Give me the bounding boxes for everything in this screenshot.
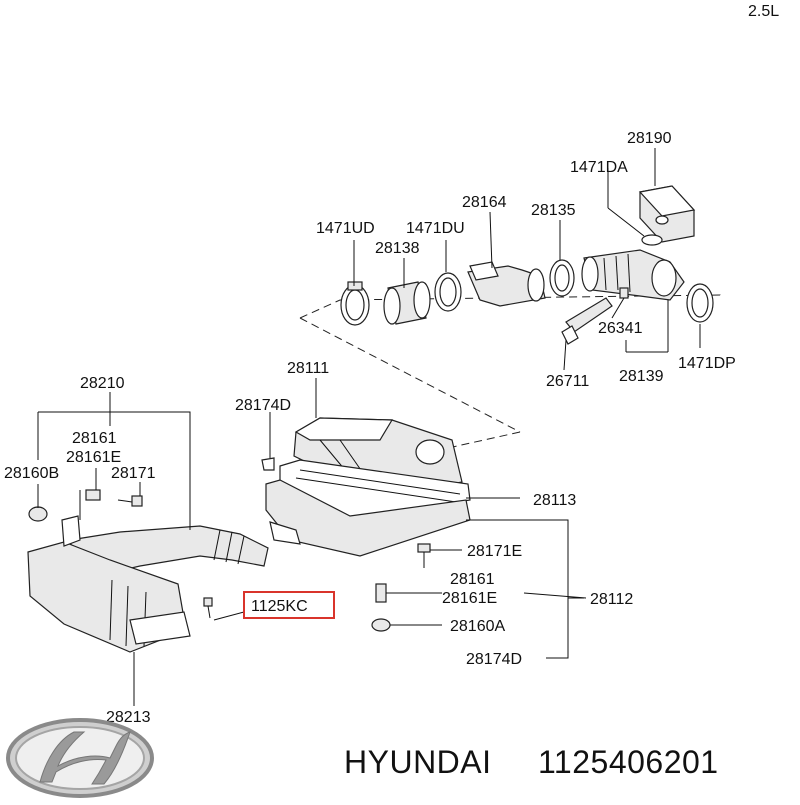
label-28161E-left: 28161E <box>66 449 121 466</box>
label-28160B: 28160B <box>4 465 59 482</box>
label-28174D-bottom: 28174D <box>466 651 522 668</box>
label-26341: 26341 <box>598 320 643 337</box>
brand-name: HYUNDAI <box>344 744 492 780</box>
part-number: 1125406201 <box>538 744 719 780</box>
engine-note: 2.5L <box>748 3 779 20</box>
label-28213: 28213 <box>106 709 151 726</box>
part-28164-duct <box>467 261 546 307</box>
label-1471DP: 1471DP <box>678 355 736 372</box>
label-28111: 28111 <box>287 360 329 377</box>
part-1471DA-clamp <box>641 234 663 246</box>
part-28160B-grommet <box>28 506 48 522</box>
part-1471DU-clamp <box>434 272 462 312</box>
highlight-box <box>243 591 335 619</box>
part-28213-resonator <box>27 541 191 653</box>
part-28161-collar-right <box>375 583 387 603</box>
label-1471UD: 1471UD <box>316 220 375 237</box>
label-28190: 28190 <box>627 130 672 147</box>
label-1471DA: 1471DA <box>570 159 628 176</box>
label-1471DU: 1471DU <box>406 220 465 237</box>
label-28161-right: 28161 <box>450 571 495 588</box>
label-28210: 28210 <box>80 375 125 392</box>
label-28161-left: 28161 <box>72 430 117 447</box>
part-28171-bolt <box>117 495 143 507</box>
assembly-outline-bottom <box>429 431 521 453</box>
label-26711: 26711 <box>546 373 589 390</box>
label-28164: 28164 <box>462 194 507 211</box>
part-28160A-grommet <box>371 618 391 632</box>
part-28139-bellows-hose <box>581 249 685 301</box>
part-28174D-clip-top <box>261 457 275 471</box>
label-28174D-top: 28174D <box>235 397 291 414</box>
part-28138-hose <box>383 281 431 325</box>
part-26341-nipple <box>619 287 629 299</box>
part-bracket <box>61 515 81 547</box>
part-28190-resonator-cover <box>638 185 696 243</box>
label-28138: 28138 <box>375 240 420 257</box>
part-1471DP-clamp <box>686 283 714 323</box>
assembly-outline-diag <box>299 317 521 433</box>
part-28112-cleaner-body <box>265 479 471 557</box>
label-28171E: 28171E <box>467 543 522 560</box>
label-28112: 28112 <box>590 591 633 608</box>
label-1125KC: 1125KC <box>251 598 308 615</box>
label-28113: 28113 <box>533 492 576 509</box>
label-28171: 28171 <box>111 465 156 482</box>
leader-lines <box>37 148 701 706</box>
label-28160A: 28160A <box>450 618 505 635</box>
part-28171E-bolt <box>417 543 431 568</box>
part-1125KC-bolt <box>203 597 213 619</box>
part-1471UD-clamp <box>340 281 370 326</box>
part-28135-clamp <box>549 259 575 297</box>
label-28135: 28135 <box>531 202 576 219</box>
label-28139: 28139 <box>619 368 664 385</box>
hyundai-logo <box>6 718 154 798</box>
label-28161E-right: 28161E <box>442 590 497 607</box>
part-28161-collar-left <box>85 489 101 501</box>
